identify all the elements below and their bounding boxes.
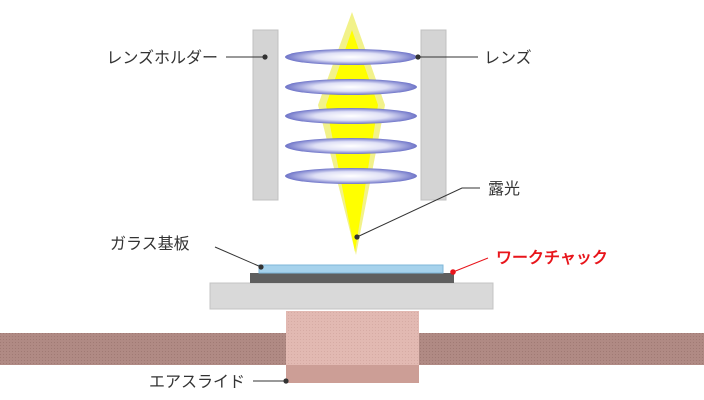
leader-glass-substrate <box>214 246 264 270</box>
leader-lens <box>415 54 478 60</box>
leader-lens-holder <box>226 54 268 60</box>
label-work-chuck: ワークチャック <box>496 248 608 267</box>
air-slide-block <box>286 311 419 365</box>
lens-element-4 <box>285 138 417 154</box>
label-lens: レンズ <box>484 48 532 67</box>
lens-element-5 <box>285 168 417 184</box>
dot-marker-icon <box>450 269 456 275</box>
stage-plate <box>209 282 494 310</box>
label-glass-substrate: ガラス基板 <box>110 234 190 253</box>
dot-marker-icon <box>415 54 421 60</box>
label-lens-holder: レンズホルダー <box>106 48 218 67</box>
dot-marker-icon <box>283 378 289 384</box>
glass-substrate <box>258 264 444 274</box>
dot-marker-icon <box>258 264 264 270</box>
lens-element-1 <box>285 49 417 65</box>
leader-air-slide <box>253 378 289 384</box>
air-slide-base <box>286 365 419 383</box>
dot-marker-icon <box>354 234 360 240</box>
lens-holder-right <box>420 29 447 201</box>
leader-work-chuck <box>450 257 489 275</box>
label-exposure: 露光 <box>488 179 520 198</box>
work-chuck <box>250 273 454 283</box>
dot-marker-icon <box>262 54 268 60</box>
lens-element-2 <box>285 79 417 95</box>
leader-exposure <box>354 187 480 240</box>
lens-element-3 <box>285 108 417 124</box>
label-air-slide: エアスライド <box>149 372 245 391</box>
